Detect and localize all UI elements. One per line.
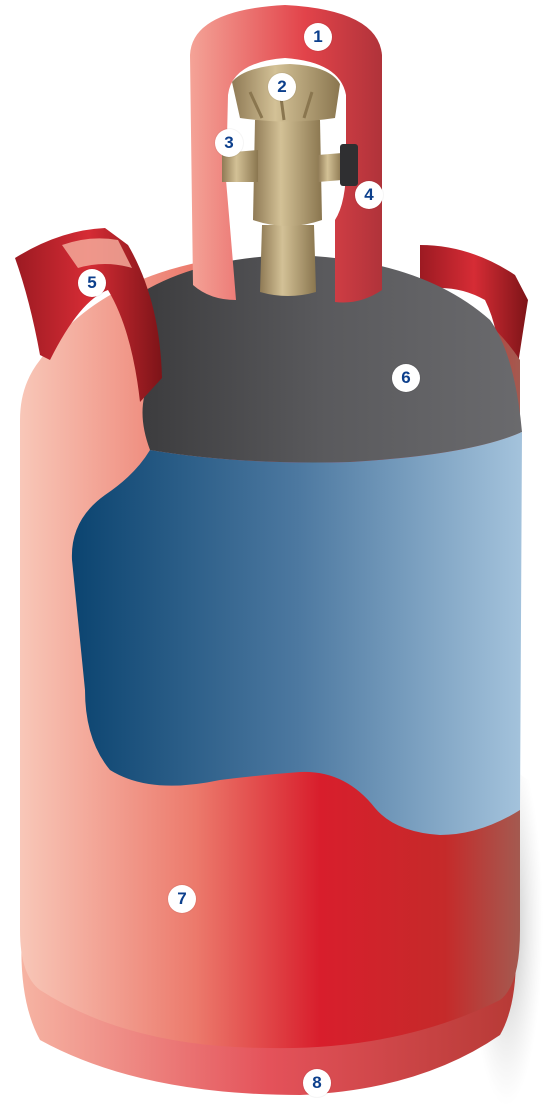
callout-8: 8: [303, 1069, 331, 1097]
callout-1: 1: [304, 23, 332, 51]
callout-5: 5: [78, 269, 106, 297]
callout-4: 4: [355, 181, 383, 209]
safety-valve-port: [318, 153, 342, 182]
callout-7: 7: [168, 885, 196, 913]
callout-3: 3: [215, 129, 243, 157]
valve-body: [253, 120, 322, 226]
valve-stem: [260, 225, 316, 296]
safety-valve: [340, 144, 358, 186]
callout-6: 6: [392, 364, 420, 392]
callout-2: 2: [268, 73, 296, 101]
